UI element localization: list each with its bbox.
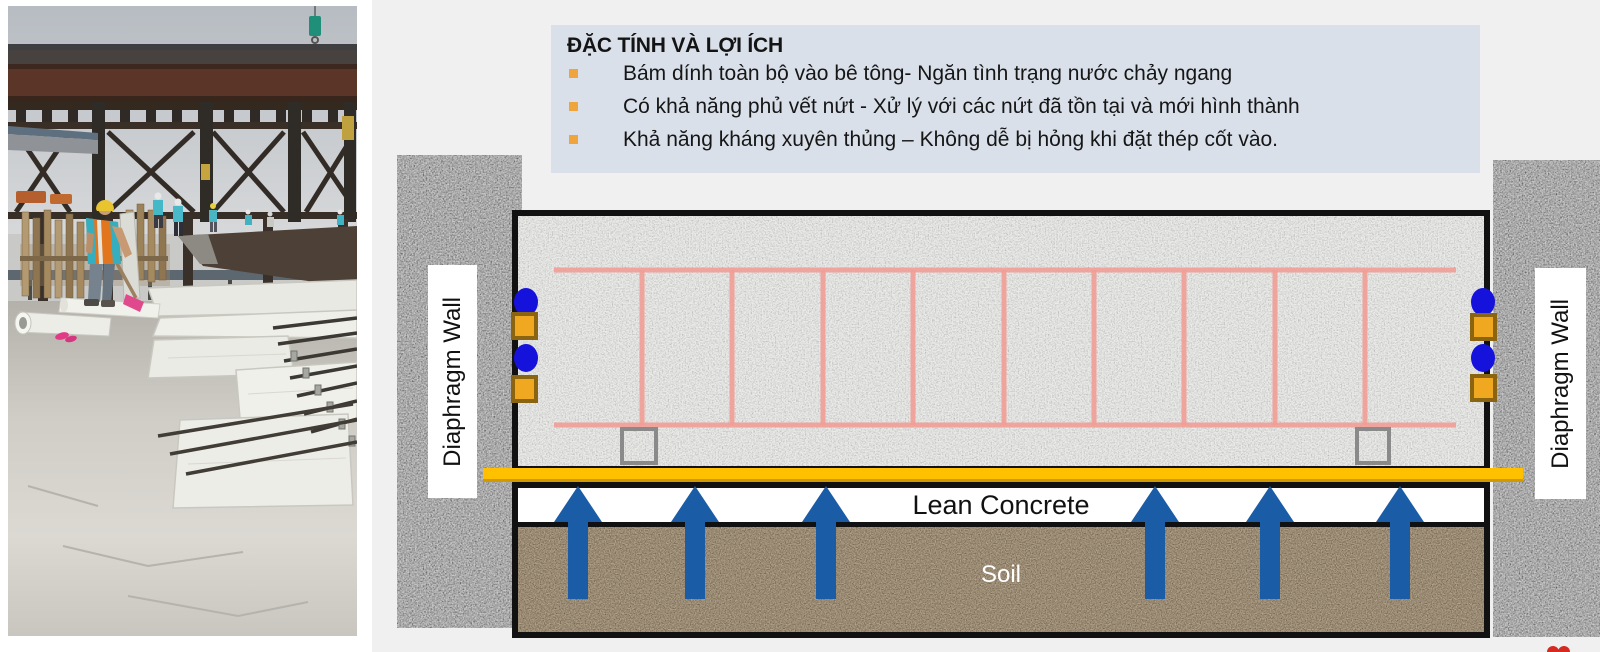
bullet-row: Khả năng kháng xuyên thủng – Không dễ bị…	[551, 124, 1480, 157]
bullet-square-icon	[569, 135, 578, 144]
concrete-slab	[512, 210, 1490, 472]
soil-layer: Soil	[518, 527, 1484, 632]
substructure-box: Lean Concrete Soil	[512, 482, 1490, 638]
right-diaphragm-wall-label: Diaphragm Wall	[1535, 268, 1586, 499]
waterstop-dot-icon	[514, 344, 538, 372]
waterstop-dot-icon	[1471, 288, 1495, 316]
layer-divider	[518, 522, 1484, 527]
upward-water-arrow-icon	[802, 486, 850, 599]
lean-concrete-label: Lean Concrete	[912, 489, 1090, 520]
red-marker-icon	[1547, 646, 1570, 652]
rebar-grid	[554, 267, 1456, 428]
left-diaphragm-wall-label: Diaphragm Wall	[428, 265, 477, 498]
grout-pocket	[1355, 427, 1391, 465]
bullet-square-icon	[569, 69, 578, 78]
upward-water-arrow-icon	[554, 486, 602, 599]
waterstop-square-icon	[1470, 313, 1497, 341]
grout-pocket	[620, 427, 658, 465]
bullet-square-icon	[569, 102, 578, 111]
bullet-row: Bám dính toàn bộ vào bê tông- Ngăn tình …	[551, 58, 1480, 91]
lean-concrete-layer: Lean Concrete	[518, 488, 1484, 522]
construction-photo	[8, 6, 357, 636]
bullet-row: Có khả năng phủ vết nứt - Xử lý với các …	[551, 91, 1480, 124]
soil-label: Soil	[980, 561, 1022, 588]
bullet-text: Bám dính toàn bộ vào bê tông- Ngăn tình …	[623, 62, 1233, 85]
waterproof-membrane	[483, 468, 1523, 482]
bullet-text: Có khả năng phủ vết nứt - Xử lý với các …	[623, 95, 1300, 118]
waterstop-square-icon	[1470, 374, 1497, 402]
upward-water-arrow-icon	[1376, 486, 1424, 599]
slide-panel: ĐẶC TÍNH VÀ LỢI ÍCH Bám dính toàn bộ vào…	[372, 0, 1600, 652]
waterstop-square-icon	[511, 312, 538, 340]
waterstop-dot-icon	[1471, 344, 1495, 372]
bullet-text: Khả năng kháng xuyên thủng – Không dễ bị…	[623, 128, 1279, 151]
waterstop-square-icon	[511, 375, 538, 403]
info-box-title: ĐẶC TÍNH VÀ LỢI ÍCH	[567, 34, 783, 57]
upward-water-arrow-icon	[671, 486, 719, 599]
upward-water-arrow-icon	[1246, 486, 1294, 599]
waterstop-dot-icon	[514, 288, 538, 316]
features-info-box: ĐẶC TÍNH VÀ LỢI ÍCH Bám dính toàn bộ vào…	[551, 25, 1480, 173]
upward-water-arrow-icon	[1131, 486, 1179, 599]
